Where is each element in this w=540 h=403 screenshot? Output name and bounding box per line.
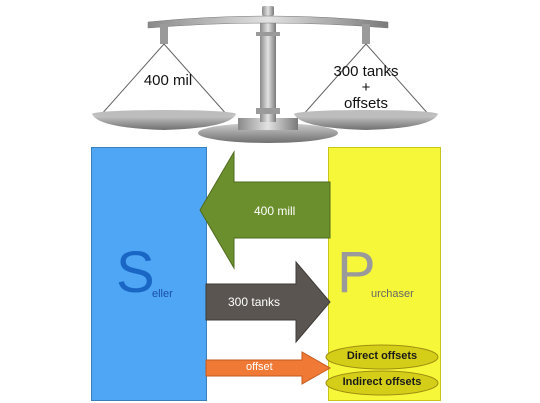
seller-label: eller <box>152 288 173 300</box>
indirect-offsets-ellipse <box>325 370 439 396</box>
seller-box: S eller <box>91 147 207 401</box>
seller-initial: S <box>116 240 155 305</box>
right-pan-line-2: + <box>361 79 371 96</box>
right-pan-line-3: offsets <box>344 95 388 112</box>
money-arrow-label: 400 mill <box>254 204 296 218</box>
scale-base <box>198 123 338 143</box>
right-pan <box>294 114 438 130</box>
indirect-offsets-label: Indirect offsets <box>342 376 422 388</box>
purchaser-label: urchaser <box>371 288 414 300</box>
tanks-arrow-label: 300 tanks <box>228 295 281 309</box>
right-pan-label: 300 tanks + offsets <box>318 64 414 112</box>
balance-scale-icon <box>92 6 438 143</box>
scale-base-top <box>238 118 298 130</box>
direct-offsets-label: Direct offsets <box>346 350 418 362</box>
scale-column <box>260 22 276 122</box>
offset-arrow-label: offset <box>246 361 273 373</box>
left-pan <box>92 114 236 130</box>
left-pan-label: 400 mil <box>143 72 193 89</box>
tanks-arrow <box>205 260 331 344</box>
right-pan-line-1: 300 tanks <box>333 63 399 80</box>
purchaser-initial: P <box>337 240 376 305</box>
direct-offsets-ellipse <box>325 344 439 370</box>
money-arrow <box>199 150 331 270</box>
offset-arrow <box>205 351 332 385</box>
scale-beam <box>147 15 389 29</box>
